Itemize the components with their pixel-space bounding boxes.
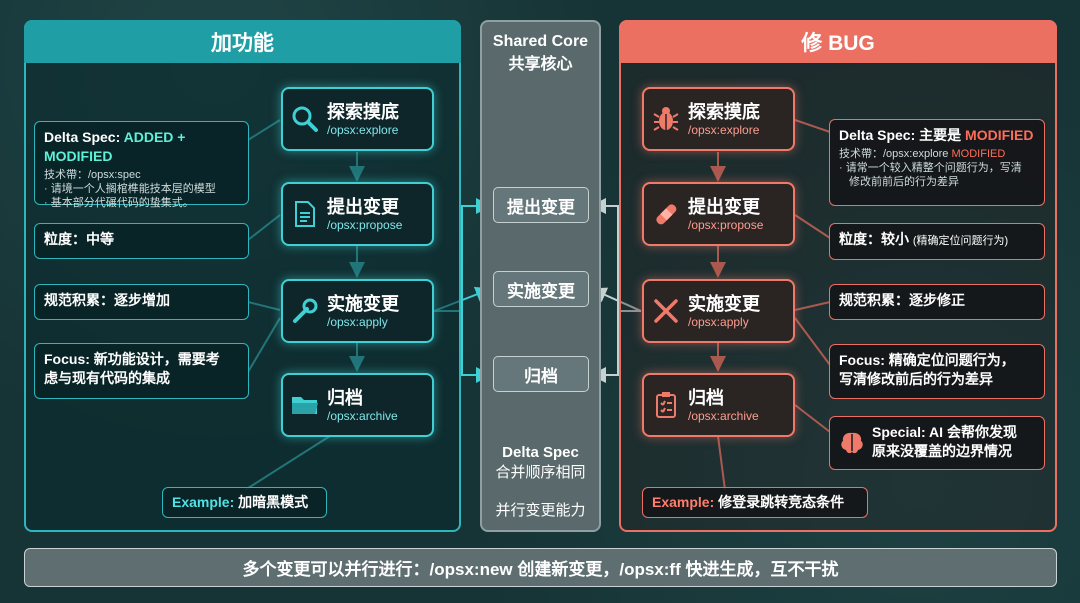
bugfix-step-explore[interactable]: 探索摸底/opsx:explore: [642, 87, 795, 151]
bug-icon: [644, 89, 688, 149]
shared-core-subtitle: 共享核心: [508, 56, 573, 73]
feature-focus-note: Focus: 新功能设计，需要考 虑与现有代码的集成: [34, 343, 249, 399]
wrench-icon: [283, 281, 327, 341]
bugfix-delta-spec-note: Delta Spec: 主要是 MODIFIED 技术帶：/opsx:explo…: [829, 119, 1045, 206]
delta-label: Delta Spec:: [44, 129, 121, 145]
step-command: /opsx:propose: [327, 218, 403, 232]
delta-sub-2: · 请境一个人搁棺榫能技本层的模型: [44, 183, 216, 195]
brain-icon: [838, 429, 866, 462]
footer-banner: 多个变更可以并行进行：/opsx:new 创建新变更，/opsx:ff 快进生成…: [24, 548, 1057, 587]
shared-apply-box[interactable]: 实施变更: [493, 271, 589, 307]
step-command: /opsx:propose: [688, 218, 764, 232]
special-line-2: 原来没覆盖的边界情况: [872, 443, 1012, 459]
feature-step-apply[interactable]: 实施变更/opsx:apply: [281, 279, 434, 343]
folder-icon: [283, 375, 327, 435]
bugfix-example-note: Example: 修登录跳转竞态条件: [642, 487, 868, 518]
step-label: 探索摸底: [327, 102, 399, 122]
focus-line-2: 虑与现有代码的集成: [44, 370, 170, 386]
bugfix-granularity-note: 粒度：较小 (精确定位问题行为): [829, 223, 1045, 260]
feature-granularity-note: 粒度：中等: [34, 223, 249, 259]
document-icon: [283, 184, 327, 244]
search-icon: [283, 89, 327, 149]
shared-propose-box[interactable]: 提出变更: [493, 187, 589, 223]
step-label: 提出变更: [327, 197, 399, 217]
feature-step-explore[interactable]: 探索摸底/opsx:explore: [281, 87, 434, 151]
example-value: 修登录跳转竞态条件: [718, 494, 845, 510]
delta-sub-1-tag: MODIFIED: [951, 148, 1006, 160]
step-command: /opsx:apply: [688, 315, 749, 329]
shared-archive-box[interactable]: 归档: [493, 356, 589, 392]
focus-label: Focus:: [839, 352, 885, 368]
shared-delta-spec: Delta Spec: [502, 444, 579, 461]
step-command: /opsx:apply: [327, 315, 388, 329]
shared-merge-order: 合并顺序相同: [495, 464, 586, 481]
shared-core-title: Shared Core: [492, 33, 589, 50]
feature-delta-spec-note: Delta Spec: ADDED + MODIFIED 技术帶：/opsx:s…: [34, 121, 249, 209]
feature-panel-title: 加功能: [24, 20, 461, 63]
shared-parallel: 并行变更能力: [495, 502, 586, 519]
delta-sub-3: · 基本部分代碾代码的蛰集式。: [44, 197, 194, 209]
focus-line-1: 精确定位问题行为，: [888, 352, 1015, 368]
bugfix-accumulation-note: 规范积累：逐步修正: [829, 284, 1045, 320]
delta-value: ADDED + MODIFIED: [44, 129, 186, 164]
delta-sub-1: 技术帶：/opsx:spec: [44, 169, 141, 181]
accumulation-text: 规范积累：逐步修正: [839, 292, 965, 308]
bugfix-step-propose[interactable]: 提出变更/opsx:propose: [642, 182, 795, 246]
step-command: /opsx:archive: [327, 409, 398, 423]
bandage-icon: [644, 184, 688, 244]
bugfix-step-apply[interactable]: 实施变更/opsx:apply: [642, 279, 795, 343]
example-value: 加暗黑模式: [238, 494, 309, 510]
delta-sub-1: 技术帶：/opsx:explore: [839, 148, 949, 160]
feature-accumulation-note: 规范积累：逐步增加: [34, 284, 249, 320]
accumulation-text: 规范积累：逐步增加: [44, 292, 170, 308]
delta-label: Delta Spec: 主要是: [839, 127, 962, 143]
step-command: /opsx:explore: [688, 123, 760, 137]
delta-sub-3: 修改前前后的行为差异: [849, 176, 959, 188]
granularity-text: 粒度：较小: [839, 231, 909, 247]
example-label: Example:: [172, 494, 235, 510]
bugfix-step-archive[interactable]: 归档/opsx:archive: [642, 373, 795, 437]
step-label: 实施变更: [327, 294, 399, 314]
checklist-icon: [644, 375, 688, 435]
focus-line-1: 新功能设计，需要考: [93, 351, 220, 367]
step-label: 归档: [688, 388, 724, 408]
granularity-text: 粒度：中等: [44, 231, 114, 247]
step-label: 提出变更: [688, 197, 760, 217]
delta-value: MODIFIED: [965, 127, 1034, 143]
feature-step-archive[interactable]: 归档/opsx:archive: [281, 373, 434, 437]
focus-label: Focus:: [44, 351, 90, 367]
feature-example-note: Example: 加暗黑模式: [162, 487, 327, 518]
focus-line-2: 写清修改前后的行为差异: [839, 371, 993, 387]
tools-icon: [644, 281, 688, 341]
bugfix-focus-note: Focus: 精确定位问题行为， 写清修改前后的行为差异: [829, 344, 1045, 399]
bugfix-panel-title: 修 BUG: [619, 20, 1057, 63]
step-command: /opsx:explore: [327, 123, 399, 137]
step-command: /opsx:archive: [688, 409, 759, 423]
special-line-1: 会帮你发现: [946, 424, 1017, 440]
step-label: 实施变更: [688, 294, 760, 314]
bugfix-special-note: Special: AI 会帮你发现 原来没覆盖的边界情况: [829, 416, 1045, 470]
special-label: Special: AI: [872, 424, 944, 440]
step-label: 探索摸底: [688, 102, 760, 122]
example-label: Example:: [652, 494, 715, 510]
granularity-sub: (精确定位问题行为): [912, 235, 1009, 247]
feature-step-propose[interactable]: 提出变更/opsx:propose: [281, 182, 434, 246]
delta-sub-2: · 请常一个较入精整个问题行为，写清: [839, 162, 1022, 174]
step-label: 归档: [327, 388, 363, 408]
